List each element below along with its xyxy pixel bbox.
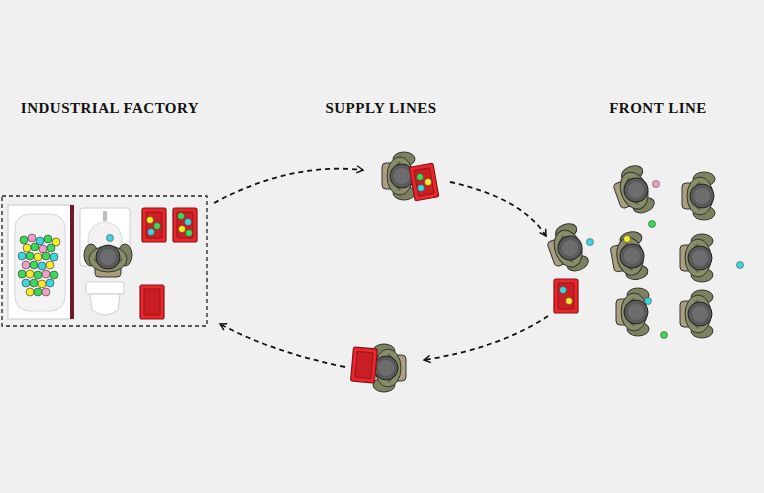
supply-crate [185, 219, 192, 226]
flow-arrow [214, 169, 363, 203]
soldier-figure [560, 287, 567, 294]
soldier-figure [624, 236, 631, 243]
soldier-figure [608, 163, 743, 338]
ball-pile [18, 234, 60, 296]
soldier-figure [425, 179, 432, 186]
ball-pile [28, 234, 36, 242]
sink [103, 211, 107, 221]
ball-pile [23, 244, 31, 252]
flow-arrow [450, 182, 546, 236]
soldier-figure [84, 244, 132, 277]
supply-crate [142, 208, 166, 242]
supply-crate [179, 226, 186, 233]
ball-pile [46, 279, 54, 287]
ball-pile [34, 253, 42, 261]
ball-pile [22, 279, 30, 287]
soldier-figure [680, 234, 713, 282]
toilet [86, 282, 124, 294]
bathtub [8, 205, 74, 319]
supply-crate [147, 217, 154, 224]
bathtub [70, 205, 74, 319]
soldier-figure [84, 235, 132, 278]
soldier-figure [351, 347, 378, 383]
soldier-figure [382, 152, 439, 201]
ball-pile [26, 252, 34, 260]
ball-pile [34, 288, 42, 296]
supply-crate [148, 229, 155, 236]
soldier-figure [107, 235, 114, 242]
soldier-figure [737, 262, 744, 269]
soldier-figure [682, 172, 715, 220]
ball-pile [26, 270, 34, 278]
factory-frame [2, 196, 207, 326]
supply-crate [178, 213, 185, 220]
ball-pile [18, 252, 26, 260]
flow-arrow [424, 316, 548, 360]
ball-pile [50, 253, 58, 261]
soldier-figure [417, 174, 424, 181]
section-heading: INDUSTRIAL FACTORY [21, 100, 199, 117]
ball-pile [31, 243, 39, 251]
ball-pile [46, 261, 54, 269]
ball-pile [22, 261, 30, 269]
ball-pile [42, 252, 50, 260]
soldier-figure [566, 298, 573, 305]
ball-pile [34, 271, 42, 279]
soldier-figure [543, 221, 594, 313]
ball-pile [47, 244, 55, 252]
soldier-figure [609, 163, 656, 219]
flow-arrow [214, 169, 548, 367]
factory-frame [2, 196, 207, 326]
section-heading: FRONT LINE [609, 100, 707, 117]
soldier-figure [608, 230, 649, 283]
bathtub [15, 214, 65, 311]
supply-crate [173, 208, 197, 242]
supply-crate [140, 285, 164, 319]
toilet [90, 294, 120, 315]
ball-pile [18, 270, 26, 278]
section-heading: SUPPLY LINES [325, 100, 436, 117]
ball-pile [44, 235, 52, 243]
soldier-figure [373, 344, 406, 392]
soldier-figure [543, 221, 590, 277]
soldier-figure [645, 298, 652, 305]
ball-pile [26, 288, 34, 296]
ball-pile [42, 270, 50, 278]
soldier-figure [418, 185, 425, 192]
soldier-figure [554, 279, 578, 313]
ball-pile [20, 236, 28, 244]
bathtub [8, 205, 72, 319]
supply-crate [140, 208, 197, 319]
ball-pile [38, 262, 46, 270]
soldier-figure [351, 344, 406, 392]
ball-pile [30, 279, 38, 287]
soldier-figure [653, 181, 660, 188]
soldier-figure [409, 163, 439, 201]
supply-crate [154, 223, 161, 230]
soldier-figure [680, 290, 713, 338]
toilet [86, 282, 124, 315]
ball-pile [38, 280, 46, 288]
soldier-figure [649, 221, 656, 228]
ball-pile [50, 271, 58, 279]
ball-pile [30, 261, 38, 269]
soldier-figure [587, 239, 594, 246]
ball-pile [42, 288, 50, 296]
flow-arrow [220, 324, 345, 367]
supply-crate [186, 230, 193, 237]
soldier-figure [661, 332, 668, 339]
soldier-figure [616, 288, 649, 336]
soldier-figure [382, 152, 415, 200]
